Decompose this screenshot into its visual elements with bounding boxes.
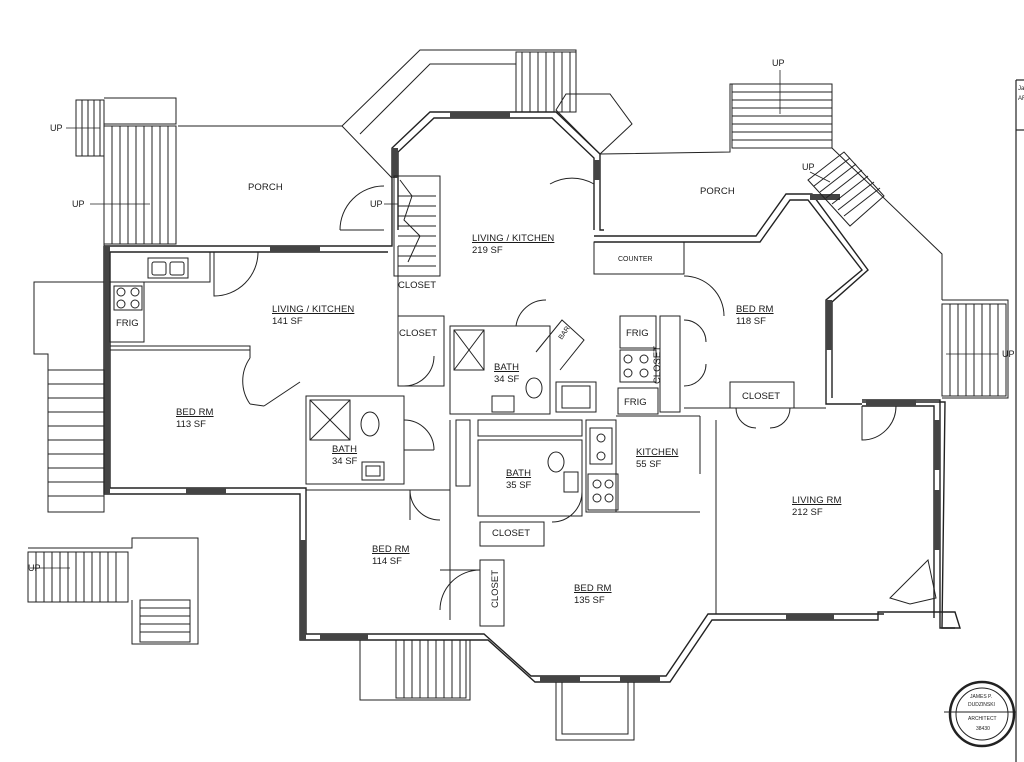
frig-label-lower: FRIG bbox=[624, 397, 647, 408]
room-area: 34 SF bbox=[494, 374, 520, 385]
room-area: 141 SF bbox=[272, 316, 303, 327]
room-area: 114 SF bbox=[372, 556, 402, 567]
room-area: 55 SF bbox=[636, 459, 662, 470]
room-label: LIVING / KITCHEN bbox=[472, 233, 555, 244]
stair-up-label-inner: UP bbox=[370, 199, 383, 209]
room-area: 219 SF bbox=[472, 245, 503, 256]
closet-label-right: CLOSET bbox=[742, 391, 781, 402]
room-label: BED RM bbox=[574, 583, 612, 594]
stairs-porches bbox=[27, 49, 1009, 741]
title-block-text-2: AR bbox=[1018, 96, 1024, 102]
stair-up-label-left: UP bbox=[72, 199, 85, 209]
closet-label-left: CLOSET bbox=[399, 328, 438, 339]
room-label: LIVING RM bbox=[792, 495, 842, 506]
room-area: 135 SF bbox=[574, 595, 605, 606]
room-label: BED RM bbox=[736, 304, 774, 315]
wall-hatching bbox=[104, 112, 940, 682]
up-arrows bbox=[30, 70, 998, 569]
stamp-line-3: ARCHITECT bbox=[968, 716, 997, 722]
stair-up-label-right: UP bbox=[1002, 349, 1015, 359]
stamp-line-4: 38430 bbox=[976, 726, 990, 732]
room-label: BED RM bbox=[176, 407, 214, 418]
title-block-text-1: Ja bbox=[1018, 86, 1024, 92]
room-area: 113 SF bbox=[176, 419, 206, 430]
room-label: BATH bbox=[332, 444, 358, 455]
stamp-line-2: DUDZINSKI bbox=[968, 702, 995, 708]
counter-label: COUNTER bbox=[618, 256, 653, 263]
frig-label-center: FRIG bbox=[626, 328, 649, 339]
room-label: BED RM bbox=[372, 544, 410, 555]
architect-stamp-seal bbox=[944, 680, 1016, 748]
stair-up-label-bottom-left: UP bbox=[28, 563, 41, 573]
closet-label-top: CLOSET bbox=[398, 280, 437, 291]
room-label: BATH bbox=[494, 362, 520, 373]
room-area: 118 SF bbox=[736, 316, 766, 327]
room-label: KITCHEN bbox=[636, 447, 679, 458]
stair-up-label-right-inner: UP bbox=[802, 162, 815, 172]
room-area: 34 SF bbox=[332, 456, 358, 467]
room-label-porch-left: PORCH bbox=[248, 182, 283, 193]
closet-label-center: CLOSET bbox=[492, 528, 531, 539]
room-label: LIVING / KITCHEN bbox=[272, 304, 355, 315]
room-label: BATH bbox=[506, 468, 532, 479]
closet-label-right-vertical: CLOSET bbox=[652, 345, 663, 384]
frig-label-left: FRIG bbox=[116, 318, 139, 329]
room-area: 212 SF bbox=[792, 507, 823, 518]
room-area: 35 SF bbox=[506, 480, 532, 491]
closet-label-bottom-vertical: CLOSET bbox=[490, 569, 501, 608]
interior-walls bbox=[109, 175, 937, 627]
room-label-porch-right: PORCH bbox=[700, 186, 735, 197]
title-block-edge bbox=[1015, 79, 1024, 762]
stair-up-label-top-left: UP bbox=[50, 123, 63, 133]
stair-up-label-top-right: UP bbox=[772, 58, 785, 68]
stamp-line-1: JAMES P. bbox=[970, 694, 993, 700]
